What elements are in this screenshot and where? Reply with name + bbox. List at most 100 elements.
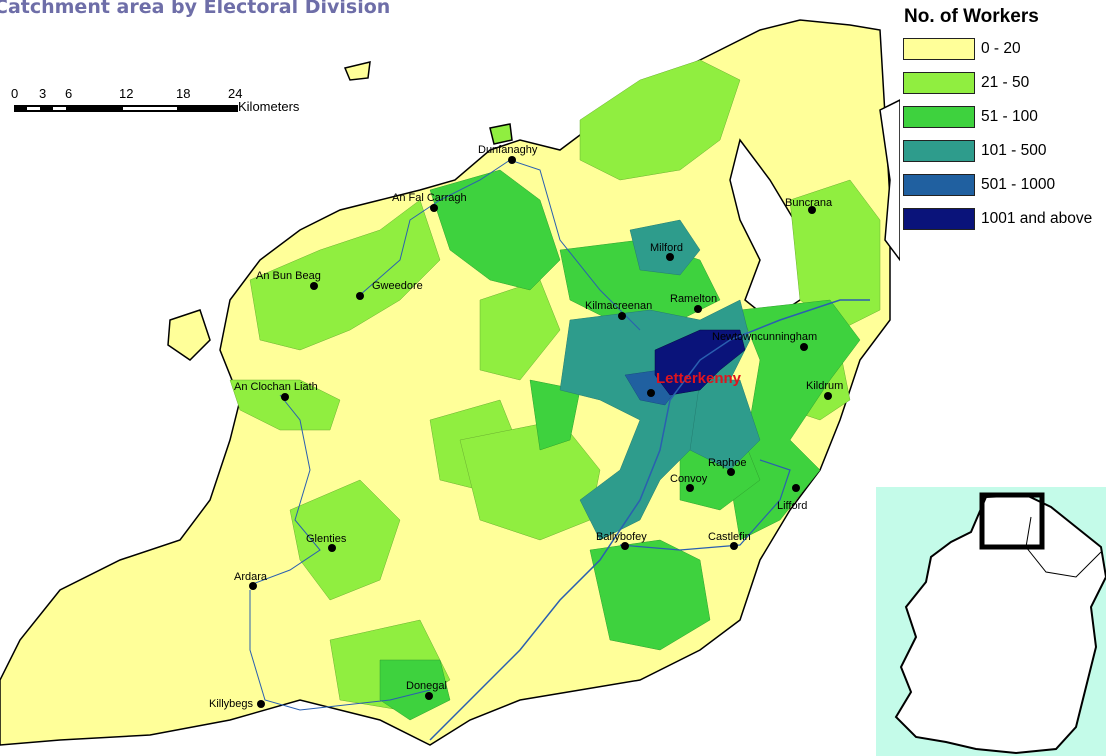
town-label: Raphoe — [708, 457, 747, 469]
town-marker — [425, 692, 433, 700]
legend-label: 1001 and above — [981, 209, 1093, 227]
town-label: An Fal Carragh — [392, 192, 467, 204]
town-label: Gweedore — [372, 280, 423, 292]
town-marker — [328, 544, 336, 552]
focus-town-label: Letterkenny — [656, 370, 742, 387]
town-marker — [800, 343, 808, 351]
scale-tick: 0 — [11, 86, 19, 101]
town-marker — [730, 542, 738, 550]
legend: No. of Workers 0 - 20 21 - 50 51 - 100 1… — [900, 6, 1106, 232]
legend-item: 21 - 50 — [900, 69, 1106, 96]
legend-item: 51 - 100 — [900, 103, 1106, 130]
town-label: Buncrana — [785, 197, 833, 209]
ireland-island — [894, 493, 1106, 755]
town-marker — [792, 484, 800, 492]
legend-label: 501 - 1000 — [981, 175, 1056, 193]
zone-51-100 — [729, 299, 861, 541]
town-label: Ramelton — [670, 293, 717, 305]
town-label: Dunfanaghy — [478, 144, 538, 156]
scale-tick: 12 — [119, 86, 134, 101]
zone-21-50 — [229, 379, 341, 431]
town-marker — [694, 305, 702, 313]
zone-21-50 — [789, 179, 881, 331]
river — [249, 590, 431, 711]
northern-ireland-border — [1025, 516, 1102, 578]
zone-1001-above — [654, 329, 746, 396]
town-marker — [808, 206, 816, 214]
scale-unit: Kilometers — [238, 99, 300, 114]
town-marker — [508, 156, 516, 164]
town-marker — [257, 700, 265, 708]
legend-swatch — [903, 207, 975, 230]
legend-swatch — [903, 71, 975, 94]
town-marker — [249, 582, 257, 590]
legend-item: 501 - 1000 — [900, 171, 1106, 198]
zone-51-100 — [429, 169, 561, 291]
island — [489, 123, 513, 145]
town-marker — [356, 292, 364, 300]
town-label: Donegal — [406, 680, 447, 692]
island — [343, 61, 371, 81]
town-label: Ballybofey — [596, 531, 647, 543]
map-title: Catchment area by Electoral Division — [0, 0, 391, 18]
legend-swatch — [903, 139, 975, 162]
catchment-map: Dunfanaghy An Fal Carragh BuncranaMilfordA… — [0, 19, 900, 746]
zone-51-100 — [379, 659, 451, 721]
legend-label: 0 - 20 — [981, 39, 1021, 57]
towns-layer: Dunfanaghy An Fal Carragh BuncranaMilfordA… — [209, 144, 843, 710]
town-label: Kilmacreenan — [585, 300, 652, 312]
town-label: An Bun Beag — [256, 270, 321, 282]
town-marker — [430, 204, 438, 212]
town-marker — [727, 468, 735, 476]
town-marker — [686, 484, 694, 492]
town-marker — [621, 542, 629, 550]
study-area-frame — [979, 492, 1045, 550]
town-label: Glenties — [306, 533, 347, 545]
legend-item: 0 - 20 — [900, 35, 1106, 62]
legend-label: 101 - 500 — [981, 141, 1047, 159]
town-marker — [310, 282, 318, 290]
legend-item: 1001 and above — [900, 205, 1106, 232]
town-label: Convoy — [670, 473, 708, 485]
legend-swatch — [903, 173, 975, 196]
ireland-outline — [894, 492, 1106, 755]
town-label: An Clochan Liath — [234, 381, 318, 393]
legend-item: 101 - 500 — [900, 137, 1106, 164]
town-label: Newtowncunningham — [712, 331, 817, 343]
legend-swatch — [903, 105, 975, 128]
scale-tick: 18 — [176, 86, 191, 101]
town-marker — [618, 312, 626, 320]
zone-101-500 — [689, 379, 761, 471]
scale-tick: 24 — [228, 86, 243, 101]
zone-21-50 — [289, 479, 401, 601]
town-label: Kildrum — [806, 380, 843, 392]
scale-bar: 0 3 6 12 18 24 Kilometers — [8, 86, 328, 120]
zone-21-50 — [579, 59, 741, 181]
town-marker — [666, 253, 674, 261]
river — [619, 459, 791, 551]
zone-51-100 — [589, 539, 711, 651]
town-label: Castlefin — [708, 531, 751, 543]
inset-locator-map — [876, 487, 1106, 756]
river — [429, 299, 870, 741]
legend-swatch — [903, 37, 975, 60]
zone-21-50 — [249, 199, 441, 351]
river — [249, 394, 321, 586]
town-marker — [824, 392, 832, 400]
legend-title: No. of Workers — [904, 6, 1039, 27]
town-label: Milford — [650, 242, 683, 254]
scale-tick: 3 — [39, 86, 47, 101]
scale-bar-graphic — [14, 105, 238, 112]
focus-town-marker — [647, 389, 655, 397]
legend-label: 51 - 100 — [981, 107, 1038, 125]
town-marker — [281, 393, 289, 401]
island — [167, 309, 211, 361]
town-label: Ardara — [234, 571, 268, 583]
town-label: Lifford — [777, 500, 807, 512]
zone-101-500 — [629, 219, 701, 276]
lough-foyle-edge — [879, 99, 900, 262]
river — [359, 159, 641, 331]
town-label: Killybegs — [209, 698, 254, 710]
legend-label: 21 - 50 — [981, 73, 1030, 91]
scale-tick: 6 — [65, 86, 73, 101]
